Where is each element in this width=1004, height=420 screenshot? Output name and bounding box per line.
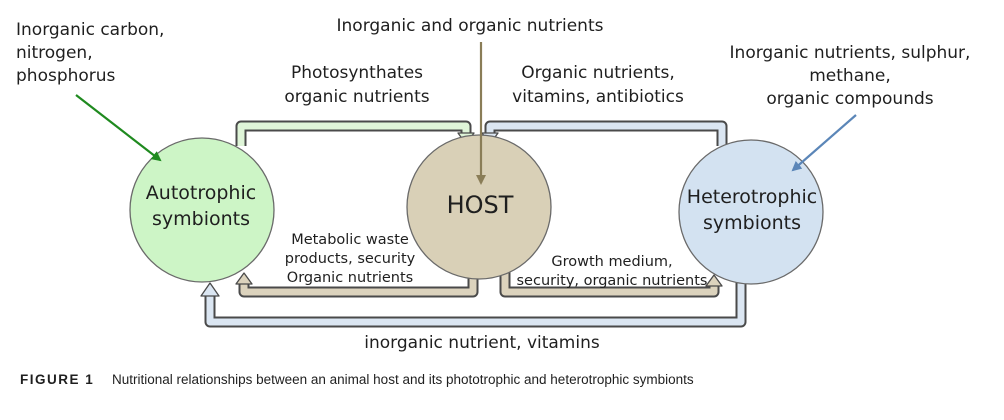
heterotrophic-label-line2: symbionts (703, 212, 801, 234)
figure-caption-text: Nutritional relationships between an ani… (112, 372, 694, 387)
arrow-host-to-auto (235, 270, 479, 298)
inputs-right-line3: organic compounds (766, 89, 933, 109)
host-label: HOST (447, 191, 514, 219)
auto-to-host-line1: Photosynthates (291, 63, 423, 83)
inputs-left-line1: Inorganic carbon, (16, 20, 164, 40)
arrow-hetero-to-host (481, 120, 728, 146)
inputs-right-line2: methane, (809, 66, 891, 86)
arrow-input-right (791, 114, 857, 172)
auto-to-host-line2: organic nutrients (284, 87, 429, 107)
heterotrophic-node (678, 139, 824, 285)
inputs-left-line2: nitrogen, (16, 43, 93, 63)
autotrophic-label-line2: symbionts (152, 208, 250, 230)
heterotrophic-label-line1: Heterotrophic (687, 186, 817, 208)
autotrophic-node (129, 137, 275, 283)
autotrophic-label-line1: Autotrophic (146, 182, 256, 204)
arrow-host-to-hetero (499, 270, 723, 298)
figure-caption: FIGURE 1 Nutritional relationships betwe… (20, 372, 694, 387)
host-to-auto-line3: Organic nutrients (287, 270, 413, 286)
host-to-auto-line1: Metabolic waste (291, 232, 409, 248)
hetero-to-host-line1: Organic nutrients, (521, 63, 675, 83)
inputs-left-line3: phosphorus (16, 66, 116, 86)
arrow-hetero-to-auto (200, 268, 747, 328)
host-to-hetero-line1: Growth medium, (551, 254, 672, 270)
host-to-hetero-line2: security, organic nutrients (517, 273, 708, 289)
hetero-to-host-line2: vitamins, antibiotics (512, 87, 684, 107)
arrow-auto-to-host (235, 120, 475, 146)
hetero-to-auto-label: inorganic nutrient, vitamins (364, 333, 600, 353)
host-to-auto-line2: products, security (285, 251, 416, 267)
inputs-center-label: Inorganic and organic nutrients (337, 16, 604, 36)
inputs-right-line1: Inorganic nutrients, sulphur, (730, 43, 971, 63)
host-node (406, 134, 552, 280)
arrow-input-left (75, 94, 162, 162)
figure-caption-tag: FIGURE 1 (20, 372, 95, 387)
